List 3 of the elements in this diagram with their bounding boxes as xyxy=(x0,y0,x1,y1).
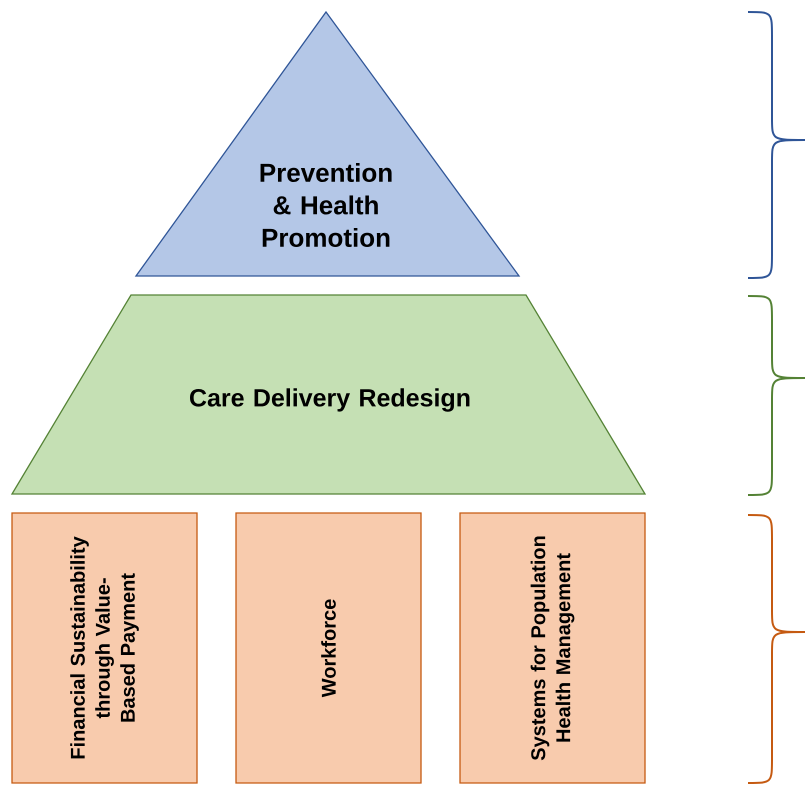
pillar-box: Financial Sustainability through Value-Based Payment xyxy=(11,512,198,784)
pillar-box: Systems for Population Health Management xyxy=(459,512,646,784)
pillar-box: Workforce xyxy=(235,512,422,784)
